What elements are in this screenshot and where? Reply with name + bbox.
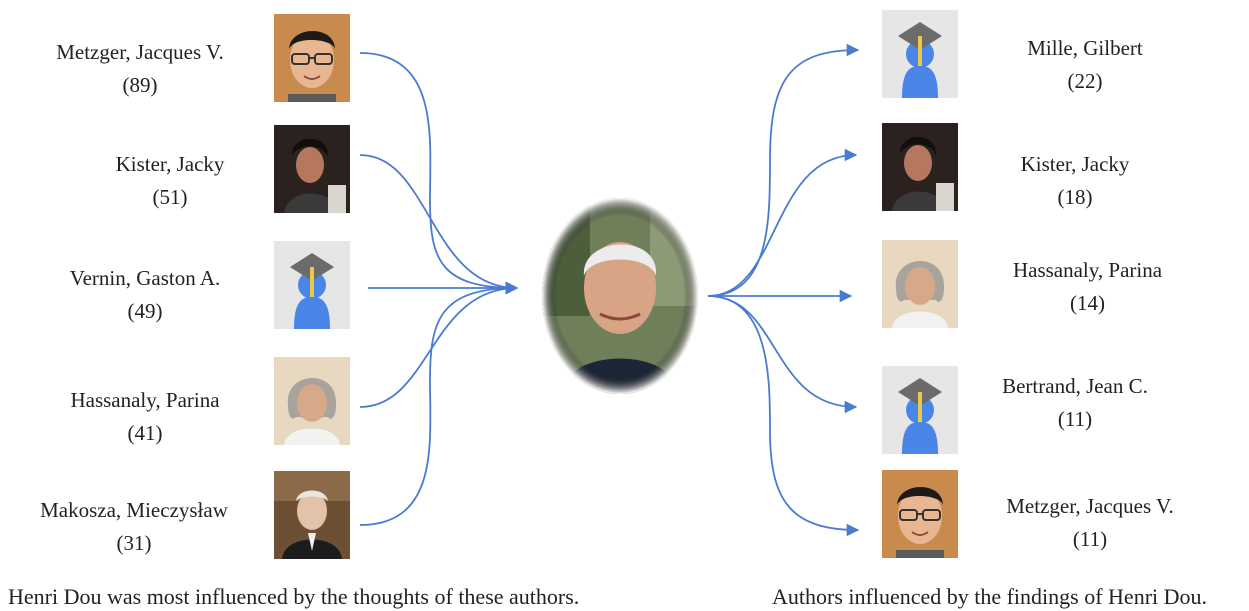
influencer-count: (51): [152, 185, 188, 209]
arrow-right-1: [707, 43, 860, 297]
influenced-label-2: Kister, Jacky (18): [975, 148, 1175, 214]
influencer-count: (89): [122, 73, 158, 97]
influenced-label-4: Bertrand, Jean C. (11): [975, 370, 1175, 436]
influencer-label-1: Metzger, Jacques V. (89): [20, 36, 260, 102]
influencer-label-3: Vernin, Gaston A. (49): [20, 262, 270, 328]
influencer-name: Kister, Jacky: [115, 152, 225, 176]
influenced-name: Metzger, Jacques V.: [1006, 494, 1174, 518]
influencer-label-5: Makosza, Mieczysław (31): [4, 494, 264, 560]
influenced-name: Bertrand, Jean C.: [1002, 374, 1148, 398]
influenced-count: (11): [1057, 407, 1093, 431]
man-glasses-portrait: [882, 470, 958, 558]
influencer-name: Metzger, Jacques V.: [56, 40, 224, 64]
arrow-right-2: [707, 148, 858, 297]
influencer-count: (49): [127, 299, 163, 323]
influencer-name: Vernin, Gaston A.: [69, 266, 221, 290]
arrow-left-2: [359, 154, 519, 295]
woman-gray-hair-portrait: [274, 357, 350, 445]
graduate-placeholder-icon: [882, 366, 958, 454]
caption-left: Henri Dou was most influenced by the tho…: [8, 584, 580, 609]
influenced-name: Kister, Jacky: [1020, 152, 1130, 176]
influenced-count: (11): [1072, 527, 1108, 551]
caption-right: Authors influenced by the findings of He…: [772, 584, 1208, 609]
influenced-name: Mille, Gilbert: [1027, 36, 1143, 60]
man-glasses-portrait: [274, 14, 350, 102]
influencer-count: (41): [127, 421, 163, 445]
influenced-count: (18): [1057, 185, 1093, 209]
influenced-label-3: Hassanaly, Parina (14): [975, 254, 1200, 320]
influencer-label-2: Kister, Jacky (51): [20, 148, 320, 214]
influenced-count: (22): [1067, 69, 1103, 93]
elderly-man-suit-portrait: [274, 471, 350, 559]
influenced-label-5: Metzger, Jacques V. (11): [975, 490, 1205, 556]
woman-gray-hair-portrait: [882, 240, 958, 328]
man-dark-hair-portrait: [274, 125, 350, 213]
graduate-placeholder-icon: [882, 10, 958, 98]
arrow-right-4: [707, 295, 858, 414]
influenced-label-1: Mille, Gilbert (22): [975, 32, 1195, 98]
influencer-count: (31): [116, 531, 152, 555]
arrow-left-5: [359, 281, 519, 526]
influencer-label-4: Hassanaly, Parina (41): [20, 384, 270, 450]
arrow-right-5: [707, 295, 860, 537]
influencer-name: Makosza, Mieczysław: [40, 498, 228, 522]
graduate-placeholder-icon: [274, 241, 350, 329]
elderly-man-portrait: [540, 196, 700, 396]
influencer-name: Hassanaly, Parina: [70, 388, 220, 412]
influenced-count: (14): [1070, 291, 1105, 315]
man-dark-hair-portrait: [882, 123, 958, 211]
arrow-left-4: [359, 281, 519, 408]
arrow-left-1: [359, 52, 519, 295]
influenced-name: Hassanaly, Parina: [1012, 258, 1163, 282]
